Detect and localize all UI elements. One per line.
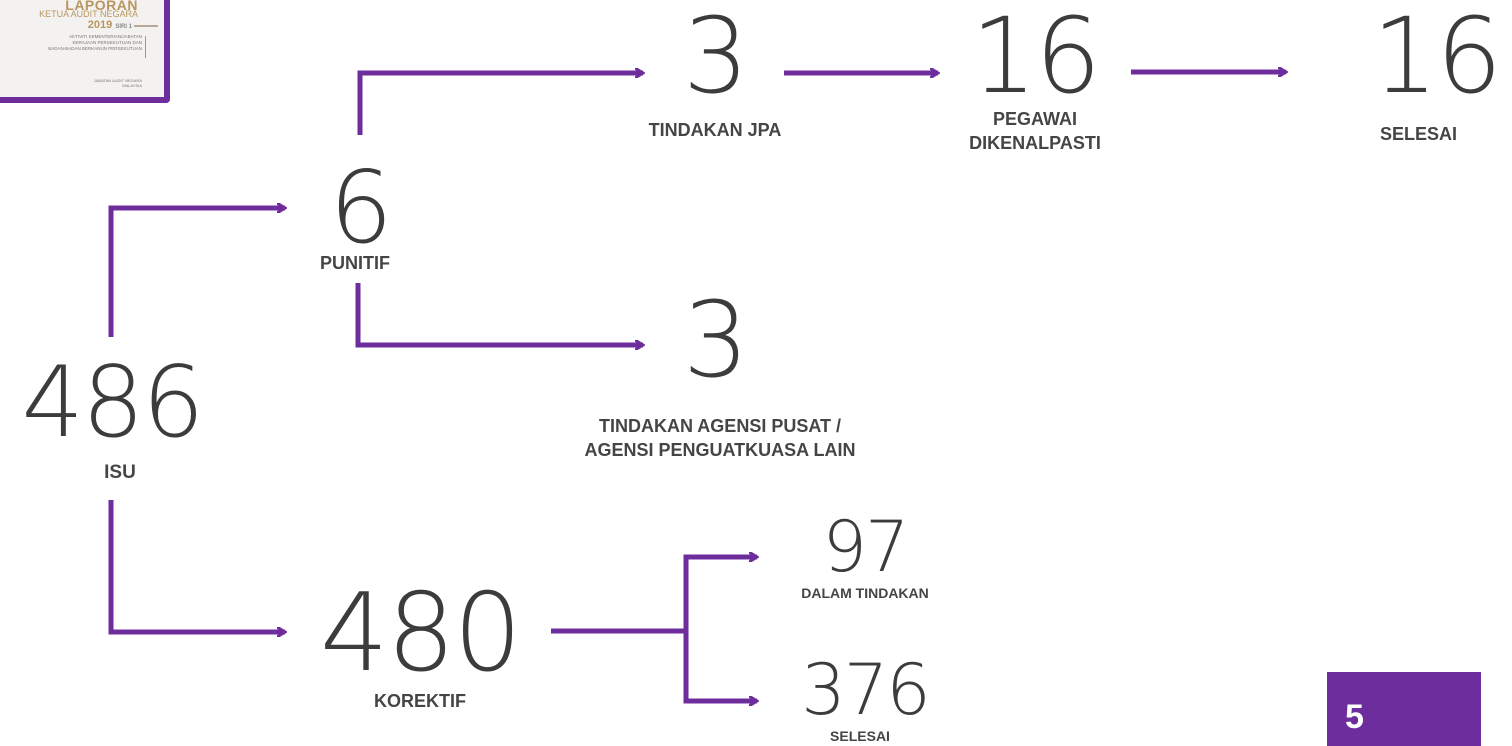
connector-punitif-agensi	[355, 283, 643, 345]
selesai-bottom-count: 376	[801, 649, 931, 731]
dalam-tindakan-count: 97	[822, 506, 909, 588]
tindakan-jpa-count: 3	[682, 0, 749, 117]
cover-divider	[134, 25, 158, 27]
connector-isu-punitif	[108, 208, 285, 337]
isu-count: 486	[21, 346, 204, 460]
dalam-tindakan-label: DALAM TINDAKAN	[801, 585, 929, 601]
pegawai-count: 16	[970, 0, 1101, 117]
pegawai-label: PEGAWAI DIKENALPASTI	[935, 107, 1135, 156]
page-number: 5	[1345, 698, 1364, 736]
selesai-top-count: 16	[1372, 0, 1502, 117]
tindakan-agensi-count: 3	[682, 279, 749, 401]
flow-connectors	[108, 0, 1481, 746]
report-cover-thumbnail: LAPORAN KETUA AUDIT NEGARA 2019 SIRI 1 A…	[0, 0, 170, 103]
isu-label: ISU	[104, 462, 136, 483]
korektif-label: KOREKTIF	[374, 691, 466, 711]
cover-desc-line: BADAN-BADAN BERKANUN PERSEKUTUAN	[48, 45, 142, 51]
cover-organization: JABATAN AUDIT NEGARA MALAYSIA	[94, 78, 142, 88]
connector-branch-selesai	[683, 631, 757, 701]
cover-org-line: JABATAN AUDIT NEGARA	[93, 78, 142, 83]
punitif-count: 6	[329, 149, 393, 266]
cover-series: SIRI 1	[115, 24, 132, 30]
cover-subtitle: KETUA AUDIT NEGARA	[39, 9, 138, 19]
cover-description: AKTIVITI KEMENTERIAN/JABATAN KERAJAAN PE…	[48, 34, 142, 52]
connector-punitif-jpa	[357, 73, 643, 135]
pegawai-label-line: DIKENALPASTI	[969, 133, 1101, 154]
cover-desc-line: KERAJAAN PERSEKUTUAN DAN	[72, 39, 142, 45]
connector-branch-dalam-tindakan	[683, 557, 757, 631]
pegawai-label-line: PEGAWAI	[992, 109, 1077, 129]
cover-org-line: MALAYSIA	[122, 83, 142, 89]
cover-vertical-rule	[145, 36, 146, 58]
tindakan-agensi-label-line: AGENSI PENGUATKUASA LAIN	[584, 440, 856, 461]
tindakan-agensi-label: TINDAKAN AGENSI PUSAT / AGENSI PENGUATKU…	[540, 414, 900, 463]
selesai-bottom-label: SELESAI	[830, 728, 890, 744]
punitif-label: PUNITIF	[320, 253, 390, 273]
cover-year: 2019 SIRI 1	[88, 19, 132, 31]
page-number-box: 5	[1327, 672, 1481, 746]
cover-year-value: 2019	[87, 19, 113, 31]
cover-desc-line: AKTIVITI KEMENTERIAN/JABATAN	[69, 34, 142, 39]
connector-isu-korektif	[108, 500, 285, 632]
tindakan-jpa-label: TINDAKAN JPA	[648, 120, 782, 140]
cover-title: LAPORAN	[65, 0, 138, 13]
korektif-count: 480	[319, 571, 522, 696]
selesai-top-label: SELESAI	[1380, 124, 1458, 144]
tindakan-agensi-label-line: TINDAKAN AGENSI PUSAT /	[598, 416, 841, 436]
